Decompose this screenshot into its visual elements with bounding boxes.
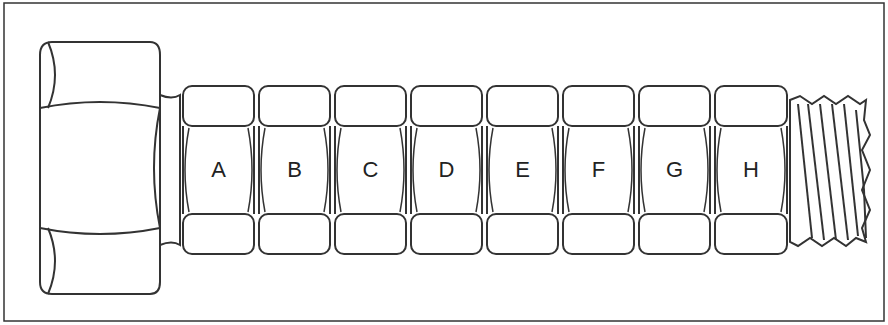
hex-nut: E (485, 84, 560, 256)
hex-nut: B (257, 84, 332, 256)
nut-letter: D (439, 158, 455, 182)
hex-nut: F (561, 84, 636, 256)
bolt-neck (160, 95, 180, 245)
nut-letter: C (363, 158, 379, 182)
hex-nut: H (713, 84, 789, 256)
nut-letter: H (743, 158, 759, 182)
bolt-thread (790, 96, 870, 246)
nut-letter: B (287, 158, 302, 182)
hex-nut: C (333, 84, 408, 256)
hex-nut: D (409, 84, 484, 256)
nut-letter: A (211, 158, 226, 182)
nut-letter: E (515, 158, 530, 182)
nut-letter: F (592, 158, 605, 182)
hex-nut: A (181, 84, 256, 256)
hex-nut: G (637, 84, 712, 256)
nut-letter: G (666, 158, 683, 182)
frame (4, 3, 884, 321)
bolt-head (40, 42, 160, 294)
